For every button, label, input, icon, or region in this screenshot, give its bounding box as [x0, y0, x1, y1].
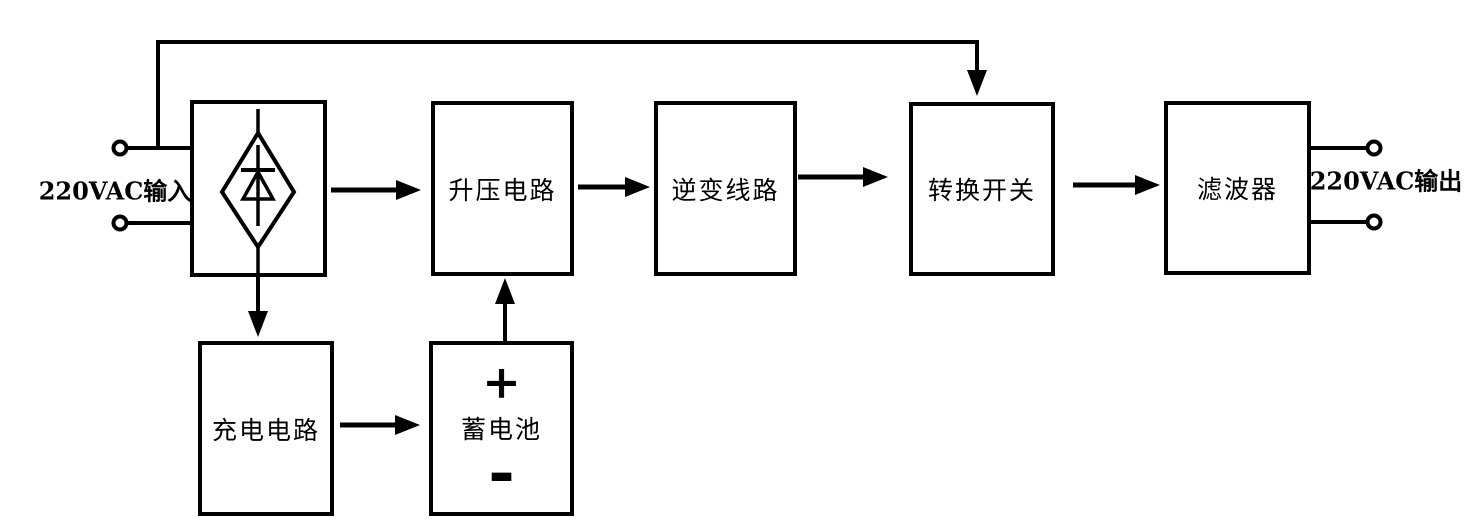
arrowhead-charger-to-battery-icon: [395, 415, 420, 435]
block-charger-label: 充电电路: [211, 415, 320, 445]
arrowhead-rectifier-to-boost-icon: [396, 180, 421, 200]
block-filter: 滤波器: [1164, 101, 1311, 275]
block-inverter-label: 逆变线路: [671, 175, 780, 205]
arrowhead-battery-to-boost-icon: [495, 278, 515, 304]
block-inverter: 逆变线路: [654, 101, 797, 276]
block-rectifier: [190, 100, 327, 277]
block-charger: 充电电路: [198, 341, 334, 516]
diode-triangle: [240, 168, 276, 201]
ac-input-label: 220VAC输入: [38, 176, 192, 206]
output-terminal-bottom-icon: [1365, 213, 1383, 231]
battery-minus-symbol: -: [488, 435, 515, 510]
block-battery: + 蓄电池 -: [429, 341, 574, 516]
input-terminal-bottom-icon: [111, 214, 129, 232]
arrowhead-rectifier-to-charger-icon: [248, 311, 268, 337]
ac-output-label: 220VAC输出: [1309, 166, 1463, 196]
block-battery-label: 蓄电池: [460, 415, 542, 444]
block-boost: 升压电路: [431, 101, 574, 276]
block-transfer-switch: 转换开关: [909, 102, 1055, 276]
rectifier-diode-in-diamond-icon: [219, 109, 297, 273]
bypass-wire: [156, 40, 979, 148]
input-terminal-top-icon: [111, 139, 129, 157]
bypass-arrowhead-icon: [967, 70, 987, 96]
block-boost-label: 升压电路: [448, 175, 557, 205]
arrowhead-boost-to-inverter-icon: [625, 177, 650, 197]
block-transfer-switch-label: 转换开关: [927, 176, 1036, 205]
block-filter-label: 滤波器: [1196, 175, 1278, 204]
battery-plus-symbol: +: [482, 355, 521, 409]
arrowhead-inverter-to-transfer-icon: [863, 167, 888, 187]
arrowhead-transfer-to-filter-icon: [1135, 175, 1160, 195]
output-terminal-top-icon: [1365, 139, 1383, 157]
